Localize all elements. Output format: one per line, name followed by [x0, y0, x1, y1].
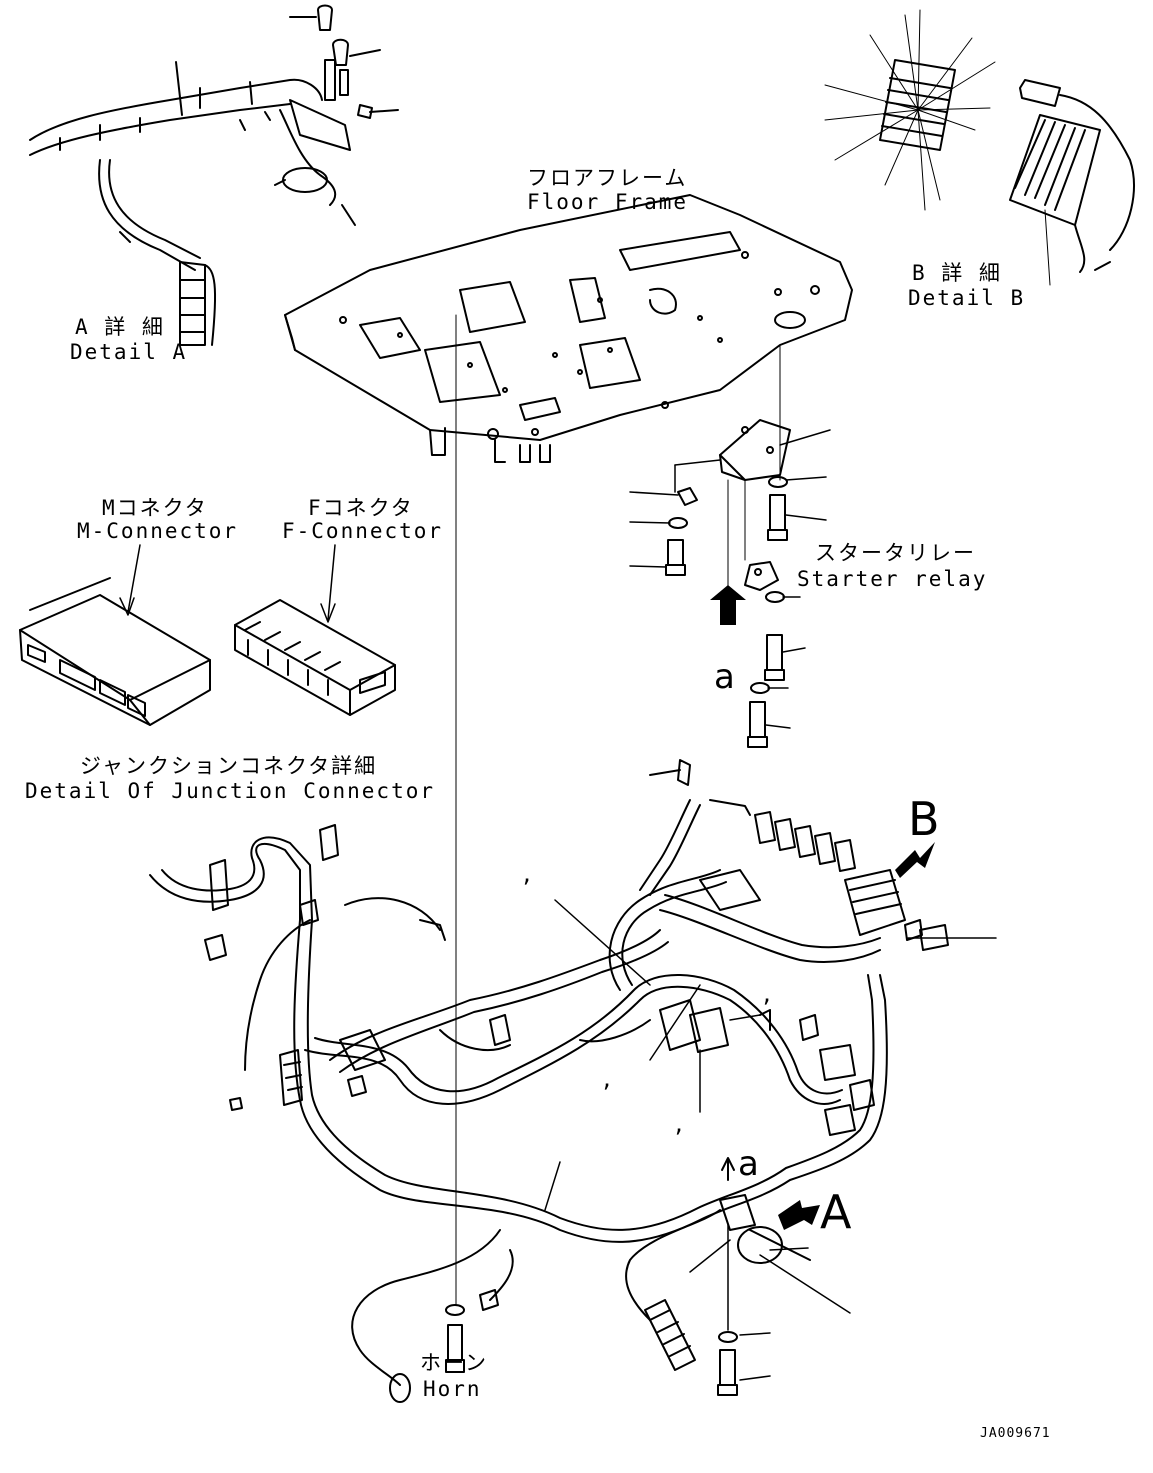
floor-frame-label-en: Floor Frame — [527, 190, 688, 214]
starter-relay-label-en: Starter relay — [797, 567, 987, 591]
text-labels: フロアフレーム Floor Frame A 詳 細 Detail A B 詳 細… — [25, 166, 1051, 1441]
arrow-a-label-lower: a — [738, 1144, 759, 1184]
tick-mark-2: ’ — [600, 1081, 615, 1105]
detail-b-label-jp: B 詳 細 — [912, 261, 1002, 285]
detail-b-label-en: Detail B — [908, 286, 1025, 310]
assembly-centerlines — [455, 314, 781, 1306]
m-connector-drawing — [19, 577, 211, 726]
detail-a-label-jp: A 詳 細 — [75, 315, 165, 339]
harness-connectors — [204, 759, 949, 1311]
view-a-label: A — [820, 1185, 852, 1239]
starter-relay-leaders — [629, 429, 831, 729]
m-connector-label-jp: Mコネクタ — [102, 496, 208, 520]
tick-mark-4: ’ — [760, 996, 775, 1020]
starter-relay-assembly — [665, 419, 791, 748]
drawing-number: JA009671 — [980, 1426, 1051, 1441]
junction-detail-label-en: Detail Of Junction Connector — [25, 779, 435, 803]
floor-frame-plate — [284, 194, 853, 463]
detail-b-drawing — [879, 59, 1135, 273]
lower-bolts — [717, 1331, 738, 1396]
arrow-a-label-upper: a — [714, 657, 735, 697]
tick-mark-3: ’ — [672, 1126, 687, 1150]
horn-label-jp: ホーン — [420, 1351, 488, 1375]
main-harness-trunk — [149, 799, 888, 1403]
floor-frame-label-jp: フロアフレーム — [527, 166, 687, 190]
f-connector-label-jp: Fコネクタ — [308, 496, 414, 520]
detail-a-label-en: Detail A — [70, 340, 187, 364]
detail-b-burst-lines — [824, 9, 1051, 286]
m-connector-label-en: M-Connector — [77, 519, 238, 543]
horn-label-en: Horn — [423, 1377, 482, 1401]
starter-relay-label-jp: スタータリレー — [815, 541, 976, 565]
connector-leaders — [119, 544, 336, 623]
view-b-label: B — [908, 792, 940, 846]
detail-a-drawing — [29, 4, 373, 346]
f-connector-drawing — [234, 599, 396, 716]
junction-detail-label-jp: ジャンクションコネクタ詳細 — [80, 754, 377, 778]
tick-mark-1: ’ — [520, 876, 535, 900]
view-arrows — [721, 842, 935, 1230]
f-connector-label-en: F-Connector — [282, 519, 443, 543]
harness-leaders — [544, 899, 997, 1381]
detail-a-leaders — [175, 16, 399, 116]
horn-bolt — [445, 1304, 465, 1373]
